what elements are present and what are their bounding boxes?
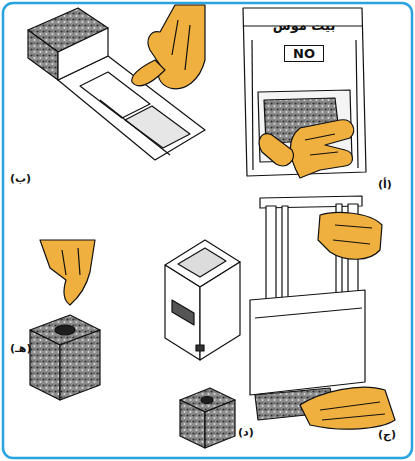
finger-line [172,20,190,70]
finger-line [333,225,372,244]
sponge-block [28,30,58,80]
panel-letter: (د) [238,426,254,439]
panel-letter: (ج) [378,428,396,441]
panel-letter: (ب) [10,172,31,185]
panel-letter: (أ) [378,178,392,191]
device-label [172,300,194,325]
hand [318,212,382,259]
cube-hole [55,325,75,335]
panel-b-art [28,5,205,160]
hand-thumb [259,134,293,166]
tray-edge [100,100,170,155]
device-front [165,265,200,360]
finger-line [305,134,338,155]
package-mark: NO [284,45,324,62]
panel-he-art [30,240,100,400]
device-side [200,262,240,360]
device-window [178,248,226,277]
sponge-cube [60,330,100,400]
hand [40,240,95,305]
sponge-cube [30,330,60,400]
frame-rod [282,206,288,304]
finger-line [320,402,385,420]
device-body [250,290,365,395]
hand-thumb [132,60,165,86]
box-side [58,28,108,80]
package-box: بيت موس NO [249,12,359,88]
sponge-cube [180,400,205,448]
package-edge [356,40,358,168]
panel-a-art [243,8,366,178]
panel-j-art [250,196,395,429]
panel-letter: (هـ) [10,342,31,355]
hand [291,120,354,178]
package-title: بيت موس [273,18,336,33]
device-slot [196,345,204,351]
cube-hole [201,397,213,404]
panel-d-art [165,240,240,448]
frame-rod [266,206,276,306]
body-line [255,308,362,318]
sponge-cube [205,400,235,448]
finger-line [62,248,80,275]
hand [300,387,395,429]
package-edge [252,40,253,170]
frame-border [3,3,412,458]
